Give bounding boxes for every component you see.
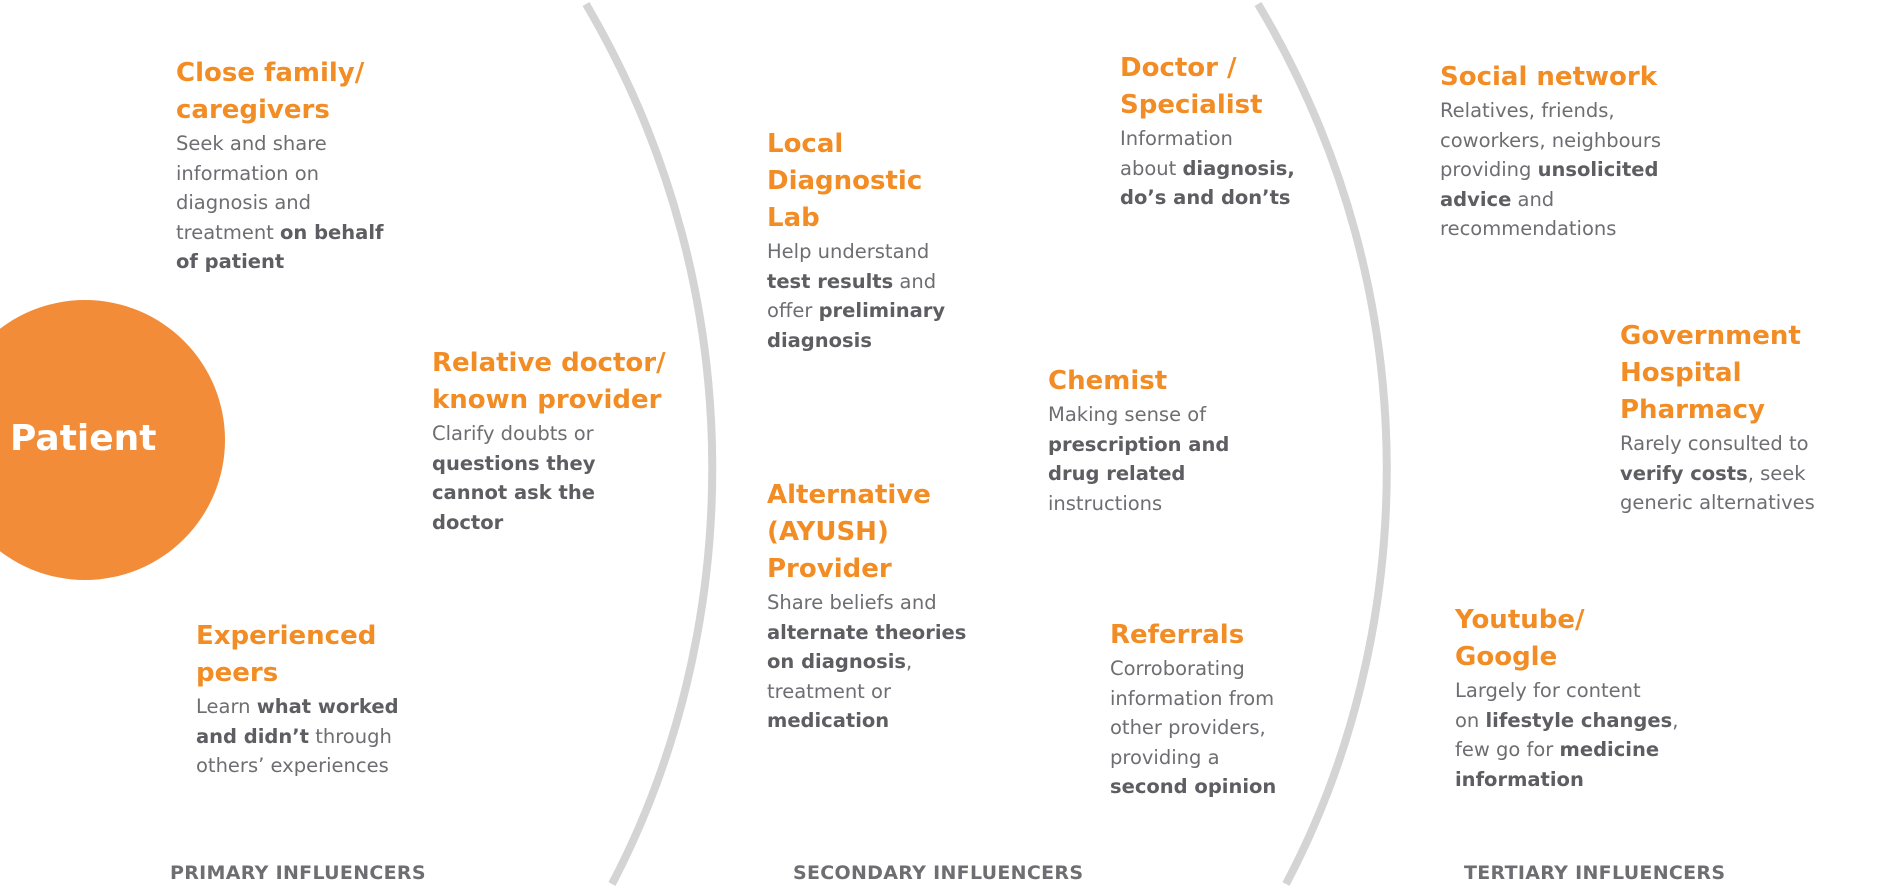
chemist-node: Chemist Making sense of prescription and…: [1048, 363, 1328, 518]
alternative-provider-node: Alternative (AYUSH) Provider Share belie…: [767, 477, 1047, 736]
emphasis-text: questions they cannot ask the doctor: [432, 451, 596, 534]
emphasis-text: verify costs: [1620, 461, 1748, 485]
patient-circle: [0, 300, 225, 580]
emphasis-text: diagnosis, do’s and don’ts: [1120, 156, 1295, 210]
emphasis-text: second opinion: [1110, 775, 1277, 798]
node-description: Help understand test results and offer p…: [767, 237, 1047, 355]
description-text: Relatives, friends, coworkers, neighbour…: [1440, 99, 1662, 181]
description-text: Learn: [196, 695, 257, 718]
social-network-node: Social network Relatives, friends, cowor…: [1440, 59, 1760, 244]
node-title: Alternative (AYUSH) Provider: [767, 480, 931, 584]
node-title: Referrals: [1110, 620, 1245, 650]
emphasis-text: unsolicited advice: [1440, 158, 1659, 211]
government-pharmacy-node: Government Hospital Pharmacy Rarely cons…: [1620, 318, 1890, 518]
emphasis-text: medicine information: [1455, 738, 1660, 791]
description-text: Rarely consulted to: [1620, 432, 1809, 455]
node-title: Relative doctor/ known provider: [432, 348, 666, 415]
description-text: Help understand: [767, 240, 930, 263]
doctor-specialist-node: Doctor / Specialist Information about di…: [1120, 50, 1400, 213]
experienced-peers-node: Experienced peers Learn what worked and …: [196, 618, 496, 781]
node-title: Local Diagnostic Lab: [767, 129, 923, 233]
description-text: Information about: [1120, 127, 1233, 180]
youtube-google-node: Youtube/ Google Largely for content on l…: [1455, 602, 1755, 794]
description-text: and offer: [767, 269, 937, 323]
description-text: Corroborating information from other pro…: [1110, 657, 1275, 769]
node-description: Corroborating information from other pro…: [1110, 654, 1390, 802]
node-description: Seek and share information on diagnosis …: [176, 129, 476, 277]
emphasis-text: lifestyle changes: [1485, 708, 1673, 732]
emphasis-text: what worked and didn’t: [196, 695, 399, 748]
node-title: Social network: [1440, 62, 1657, 92]
description-text: and recommendations: [1440, 187, 1617, 241]
node-description: Share beliefs and alternate theories on …: [767, 588, 1047, 736]
node-description: Rarely consulted to verify costs, seek g…: [1620, 429, 1890, 518]
primary-influencers-label: PRIMARY INFLUENCERS: [170, 862, 426, 884]
node-description: Relatives, friends, coworkers, neighbour…: [1440, 96, 1760, 244]
secondary-influencers-label: SECONDARY INFLUENCERS: [793, 862, 1084, 884]
patient-label: Patient: [10, 418, 157, 459]
node-title: Chemist: [1048, 366, 1168, 396]
node-title: Youtube/ Google: [1455, 605, 1585, 672]
emphasis-text: on behalf of patient: [176, 220, 384, 274]
referrals-node: Referrals Corroborating information from…: [1110, 617, 1390, 802]
node-title: Doctor / Specialist: [1120, 53, 1263, 120]
node-title: Government Hospital Pharmacy: [1620, 321, 1801, 425]
description-text: , few go for: [1455, 708, 1679, 762]
description-text: instructions: [1048, 491, 1163, 515]
close-family-node: Close family/ caregivers Seek and share …: [176, 55, 476, 277]
relative-doctor-node: Relative doctor/ known provider Clarify …: [432, 345, 732, 537]
description-text: Seek and share information on diagnosis …: [176, 132, 327, 244]
emphasis-text: preliminary diagnosis: [767, 299, 946, 352]
description-text: Largely for content on: [1455, 679, 1641, 732]
description-text: Clarify doubts or: [432, 422, 594, 445]
node-description: Learn what worked and didn’t through oth…: [196, 692, 496, 781]
node-description: Information about diagnosis, do’s and do…: [1120, 124, 1400, 213]
emphasis-text: prescription and drug related: [1048, 432, 1230, 486]
emphasis-text: test results: [767, 269, 894, 293]
description-text: Share beliefs and: [767, 591, 937, 614]
description-text: , treatment or: [767, 650, 913, 703]
node-description: Making sense of prescription and drug re…: [1048, 400, 1328, 518]
node-description: Clarify doubts or questions they cannot …: [432, 419, 732, 537]
node-description: Largely for content on lifestyle changes…: [1455, 676, 1755, 794]
description-text: , seek generic alternatives: [1620, 461, 1815, 515]
local-diagnostic-lab-node: Local Diagnostic Lab Help understand tes…: [767, 126, 1047, 355]
tertiary-influencers-label: TERTIARY INFLUENCERS: [1464, 862, 1726, 884]
node-title: Experienced peers: [196, 621, 377, 688]
emphasis-text: medication: [767, 709, 890, 732]
description-text: Making sense of: [1048, 403, 1207, 426]
description-text: through others’ experiences: [196, 724, 392, 778]
node-title: Close family/ caregivers: [176, 58, 365, 125]
emphasis-text: alternate theories on diagnosis: [767, 620, 967, 674]
